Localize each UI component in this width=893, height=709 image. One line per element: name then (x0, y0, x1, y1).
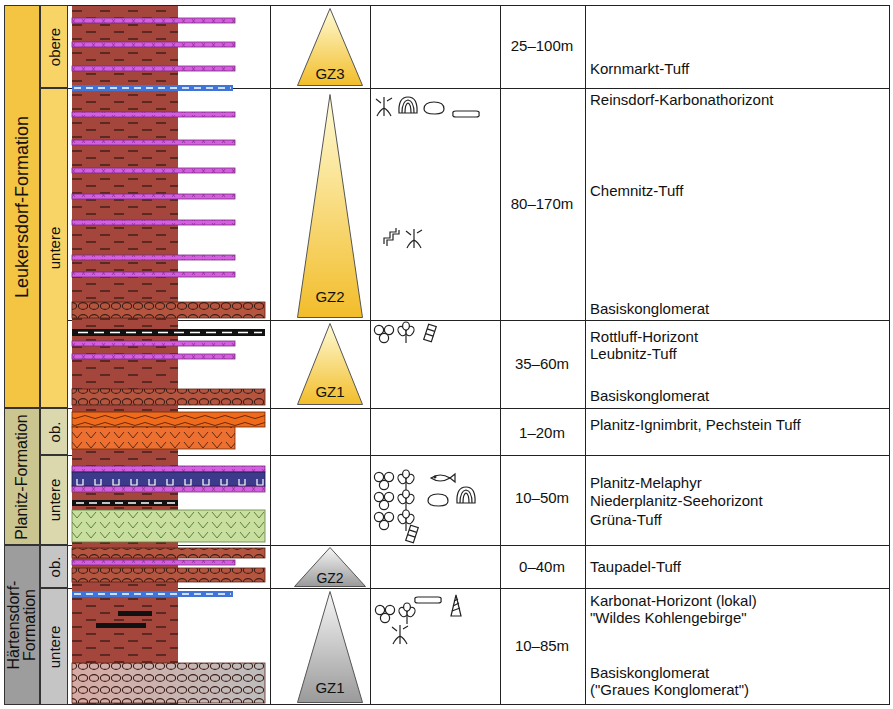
unit-name: Basiskonglomerat (590, 387, 709, 404)
band-label: Härtensdorf-Formation (6, 548, 38, 702)
thickness-value: 25–100m (511, 37, 574, 54)
thickness-value: 10–85m (515, 637, 569, 654)
green-tuff-layer (72, 510, 265, 542)
ignimbrite-layers (72, 412, 265, 449)
triangle-shape (298, 9, 363, 86)
unit-name: Planitz-Ignimbrit, Pechstein Tuff (590, 416, 801, 433)
member-band: ob. (40, 545, 68, 588)
member-band: untere (40, 88, 68, 408)
thickness-value: 1–20m (519, 424, 565, 441)
table-grid (68, 5, 890, 705)
unit-name: Basiskonglomerat (590, 664, 709, 681)
band-label: obere (47, 8, 62, 85)
conglomerate-layers (72, 302, 265, 703)
thickness-value: 35–60m (515, 355, 569, 372)
cycle-triangle: GZ3 (297, 8, 363, 86)
melaphyr-layer (72, 472, 265, 486)
triangle-shape (295, 548, 366, 587)
unit-name: Kornmarkt-Tuff (590, 60, 689, 77)
band-label: Leukersdorf-Formation (13, 8, 31, 405)
cycle-triangle: GZ1 (297, 591, 363, 703)
unit-name: Reinsdorf-Karbonathorizont (590, 91, 773, 108)
cycle-label: GZ3 (297, 66, 363, 81)
coal-layers (72, 329, 265, 628)
band-label: untere (47, 91, 62, 405)
member-band: untere (40, 588, 68, 705)
triangle-shape (298, 592, 363, 703)
unit-name: Taupadel-Tuff (590, 558, 681, 575)
unit-name: "Wildes Kohlengebirge" (590, 609, 747, 626)
formation-band: Planitz-Formation (4, 408, 40, 545)
member-band: untere (40, 455, 68, 545)
unit-name: Basiskonglomerat (590, 300, 709, 317)
triangle-shape (298, 95, 363, 318)
cycle-label: GZ1 (297, 384, 363, 399)
cycle-triangle: GZ2 (294, 547, 366, 587)
unit-name: Planitz-Melaphyr (590, 474, 702, 491)
unit-name: Leubnitz-Tuff (590, 345, 677, 362)
tuff-layers (72, 18, 265, 565)
cycle-label: GZ2 (294, 571, 366, 585)
unit-name: Niederplanitz-Seehorizont (590, 492, 763, 509)
band-label: untere (47, 591, 62, 702)
unit-name: Karbonat-Horizont (lokal) (590, 592, 757, 609)
formation-band: Leukersdorf-Formation (4, 5, 40, 408)
thickness-value: 0–40m (519, 558, 565, 575)
cycle-triangle: GZ2 (297, 94, 363, 318)
cycle-triangle: GZ1 (297, 323, 363, 405)
band-label: Planitz-Formation (14, 411, 30, 542)
thickness-value: 10–50m (515, 489, 569, 506)
unit-name: ("Graues Konglomerat") (590, 681, 749, 698)
member-band: obere (40, 5, 68, 88)
band-label: ob. (47, 411, 62, 452)
unit-name: Chemnitz-Tuff (590, 182, 683, 199)
band-label: ob. (47, 548, 62, 585)
tuff-texture (72, 18, 265, 565)
cycle-label: GZ1 (297, 680, 363, 695)
thickness-value: 80–170m (511, 195, 574, 212)
cycle-label: GZ2 (297, 289, 363, 304)
lithology-column (72, 6, 265, 704)
fossil-symbols (374, 97, 479, 644)
formation-band: Härtensdorf-Formation (4, 545, 40, 705)
band-label: untere (47, 458, 62, 542)
triangle-outline (297, 94, 363, 318)
triangle-shape (298, 324, 363, 405)
member-band: ob. (40, 408, 68, 455)
unit-name: Grüna-Tuff (590, 511, 662, 528)
unit-name: Rottluff-Horizont (590, 328, 698, 345)
